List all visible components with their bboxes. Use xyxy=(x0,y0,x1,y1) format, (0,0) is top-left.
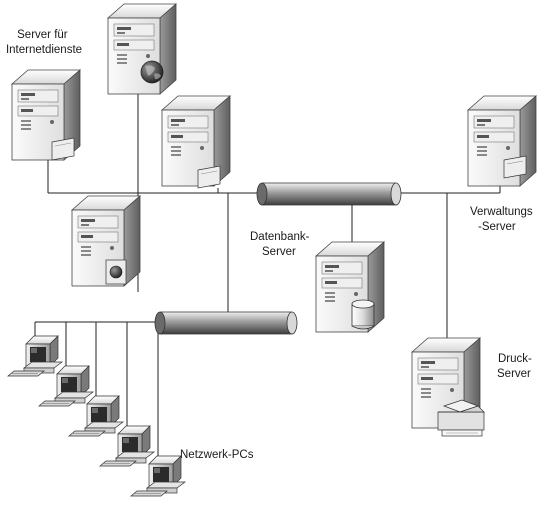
network-card-icon xyxy=(197,165,221,189)
label-print-server: Druck- Server xyxy=(497,353,535,380)
workstation-1 xyxy=(7,335,63,377)
label-database-server: Datenbank- Server xyxy=(250,231,313,258)
printer-icon xyxy=(437,399,485,437)
network-card-icon xyxy=(51,137,75,161)
disk-icon xyxy=(351,299,375,330)
label-admin-server: Verwaltungs -Server xyxy=(470,206,536,233)
mail-server xyxy=(71,195,141,287)
admin-server xyxy=(467,95,537,187)
network-bus-lower xyxy=(154,311,298,335)
label-internet-server: Server für Internetdienste xyxy=(6,29,82,56)
globe-icon xyxy=(140,60,164,84)
internet-services-server xyxy=(11,69,81,161)
application-server xyxy=(161,95,231,189)
database-server xyxy=(315,241,385,333)
network-bus-upper xyxy=(256,182,402,206)
print-server xyxy=(411,337,485,437)
network-card-icon xyxy=(503,155,527,179)
web-server xyxy=(107,3,177,95)
label-network-pcs: Netzwerk-PCs xyxy=(180,449,254,461)
globe-card-icon xyxy=(105,259,127,285)
